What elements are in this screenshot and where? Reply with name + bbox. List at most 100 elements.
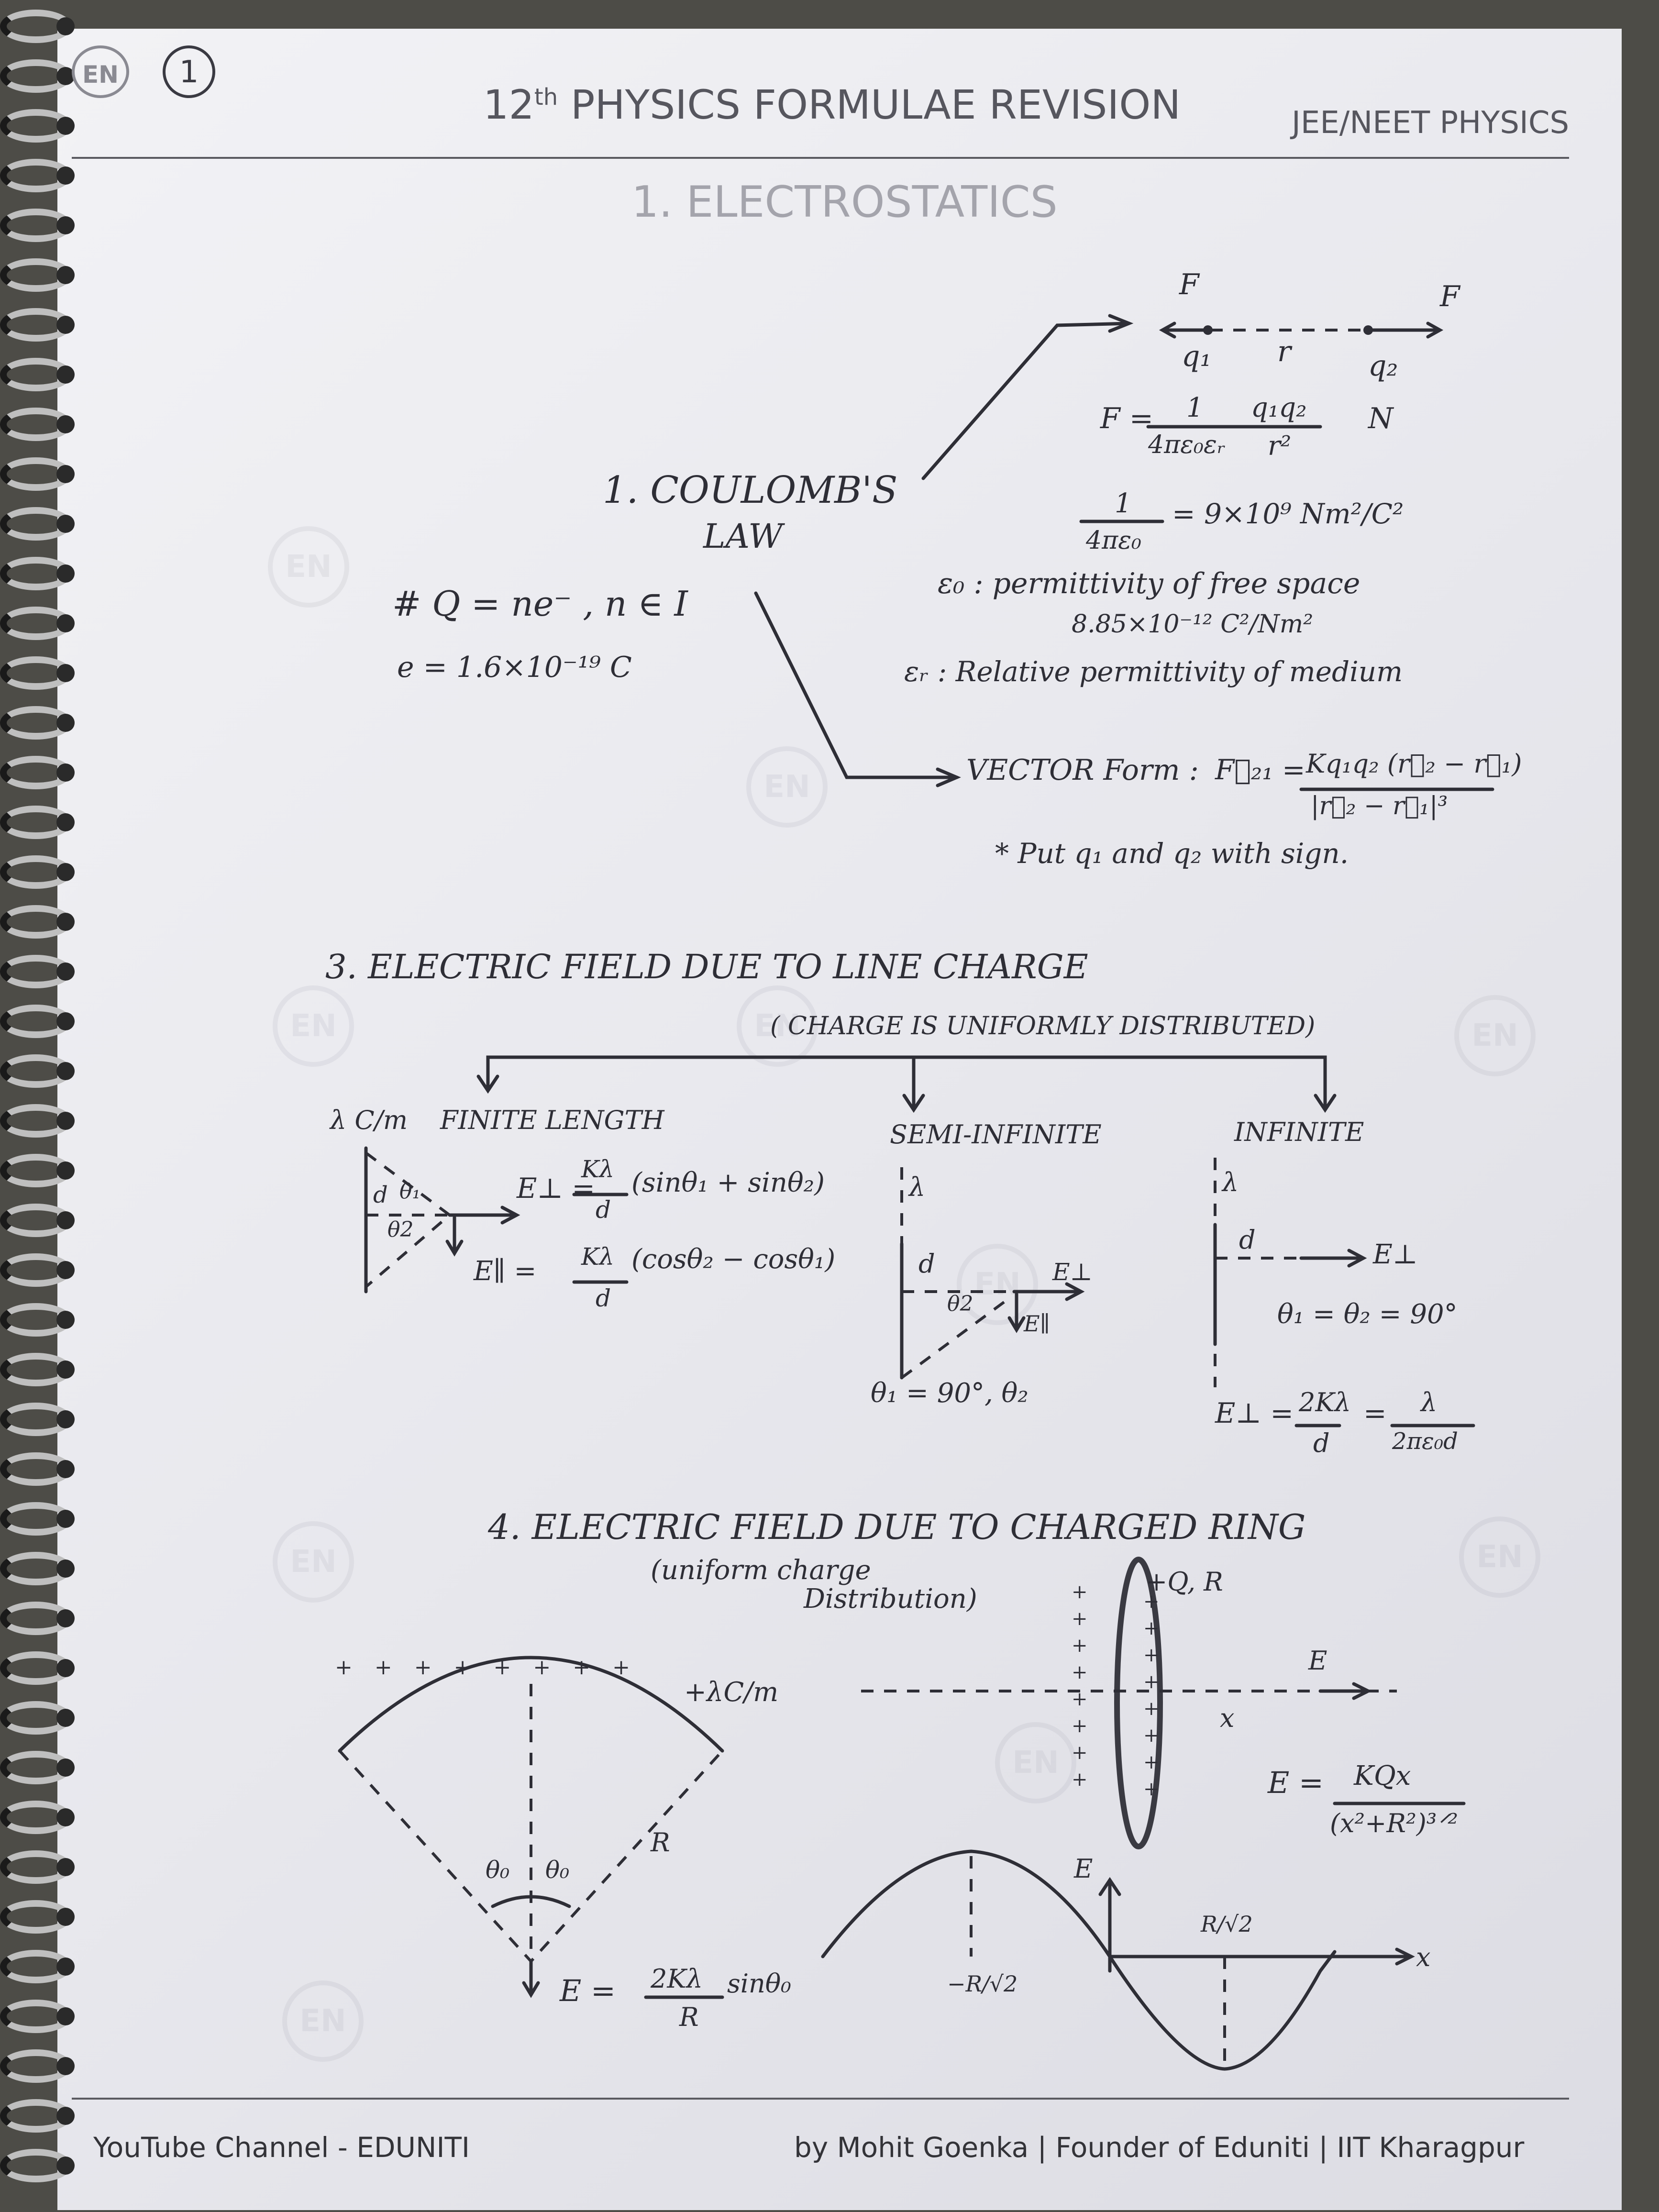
page-title: 12th PHYSICS FORMULAE REVISION: [483, 81, 1181, 128]
coulomb-frac2-num: q₁q₂: [1251, 392, 1307, 423]
epsr-definition: εᵣ : Relative permittivity of medium: [904, 655, 1403, 688]
branch-line: [486, 1055, 1327, 1083]
logo: EN: [72, 45, 129, 98]
watermark-logo: EN: [746, 746, 828, 828]
binding-hole: [56, 1510, 75, 1528]
coulomb-pointer-up: [921, 321, 1131, 480]
vector-form-den: |r⃗₂ − r⃗₁|³: [1311, 792, 1448, 820]
graph-x-label: x: [1416, 1942, 1431, 1972]
sign-note: * Put q₁ and q₂ with sign.: [995, 837, 1349, 870]
eps0-definition: ε₀ : permittivity of free space: [938, 567, 1360, 600]
semi-lambda: λ: [909, 1172, 926, 1202]
binding-hole: [56, 1709, 75, 1727]
binding-hole: [56, 714, 75, 732]
binding-hole: [56, 117, 75, 135]
finite-epar-den: d: [596, 1284, 611, 1312]
binding-hole: [56, 1958, 75, 1976]
graph-e-label: E: [1074, 1854, 1093, 1884]
binding-hole: [56, 1261, 75, 1279]
binding-hole: [56, 1460, 75, 1478]
watermark-logo: EN: [957, 1244, 1038, 1325]
inf-formula-num2: λ: [1421, 1387, 1438, 1417]
inf-eperp: E⊥: [1373, 1239, 1418, 1270]
coulomb-frac1-num: 1: [1186, 392, 1204, 423]
graph-x-arrow: [1395, 1947, 1415, 1966]
footer-left: YouTube Channel - EDUNITI: [93, 2131, 470, 2164]
binding-hole: [56, 2157, 75, 2175]
binding-hole: [56, 1410, 75, 1428]
watermark-logo: EN: [273, 985, 354, 1067]
finite-dashed-lines: [365, 1151, 452, 1288]
graph-y-arrow: [1098, 1877, 1121, 1896]
arc-angle-mark: [491, 1895, 571, 1908]
watermark-logo: EN: [273, 1521, 354, 1603]
arc-charge-signs: ++++++++: [335, 1655, 652, 1680]
inf-formula-num1: 2Kλ: [1299, 1387, 1351, 1417]
finite-epar-lhs: E∥ =: [474, 1256, 537, 1287]
force-arrow-left: [1159, 321, 1207, 339]
watermark-logo: EN: [737, 985, 818, 1067]
constant-den: 4πε₀: [1086, 526, 1142, 555]
ring-subheading-2: Distribution): [804, 1583, 977, 1615]
coulomb-pointer-down-head: [936, 767, 961, 787]
finite-epar-arrow: [445, 1216, 464, 1257]
separation-label: r: [1277, 335, 1291, 368]
arc-field-arrow: [522, 1959, 540, 1998]
arc-radius: R: [651, 1827, 670, 1858]
branch-arrow-semi: [902, 1055, 925, 1113]
binding-hole: [56, 1012, 75, 1030]
finite-eperp-den: d: [596, 1196, 611, 1224]
finite-eperp-rhs: (sinθ₁ + sinθ₂): [631, 1167, 825, 1198]
ring-charge-signs: + + + + + + + +: [1143, 1591, 1160, 1800]
graph-neg-label: −R/√2: [947, 1971, 1018, 1997]
watermark-logo: EN: [268, 526, 349, 608]
ring-axis-x: x: [1220, 1703, 1235, 1733]
binding-hole: [56, 465, 75, 483]
binding-hole: [56, 1609, 75, 1627]
arc-formula-den: R: [679, 2002, 699, 2032]
binding-hole: [56, 913, 75, 931]
binding-hole: [56, 166, 75, 185]
arc-formula-lhs: E =: [560, 1973, 616, 2008]
chapter-title: 1. ELECTROSTATICS: [631, 177, 1058, 227]
coulomb-heading-line2: LAW: [703, 517, 783, 556]
constant-num: 1: [1115, 488, 1132, 519]
binding-hole: [56, 664, 75, 682]
inf-formula-den2: 2πε₀d: [1392, 1428, 1458, 1455]
ring-charge-signs: + + + + + + + +: [1072, 1581, 1088, 1791]
binding-hole: [56, 1311, 75, 1329]
arc-theta-right: θ₀: [545, 1856, 570, 1884]
footer-right: by Mohit Goenka | Founder of Eduniti | I…: [794, 2131, 1525, 2164]
arc-theta-left: θ₀: [486, 1856, 510, 1884]
finite-title: FINITE LENGTH: [440, 1105, 664, 1135]
ring-axis-e: E: [1308, 1646, 1327, 1676]
coulomb-formula-lhs: F =: [1100, 402, 1153, 435]
binding-hole: [56, 316, 75, 334]
charged-ring: [1114, 1557, 1163, 1849]
arc-lambda: +λC/m: [684, 1677, 779, 1708]
semi-angles: θ₁ = 90°, θ₂: [871, 1378, 1029, 1409]
eps0-value: 8.85×10⁻¹² C²/Nm²: [1072, 610, 1313, 639]
vector-form-num: Kq₁q₂ (r⃗₂ − r⃗₁): [1306, 749, 1522, 779]
binding-hole: [56, 1659, 75, 1677]
charge-q1-label: q₁: [1182, 340, 1212, 373]
semi-eperp: E⊥: [1052, 1258, 1093, 1286]
binding-hole: [56, 962, 75, 981]
binding-hole: [56, 1908, 75, 1926]
coulomb-frac1-den: 4πε₀εᵣ: [1148, 431, 1226, 459]
coulomb-pointer-down: [754, 591, 959, 779]
binding-hole: [56, 17, 75, 35]
binding-hole: [56, 515, 75, 533]
ring-formula-lhs: E =: [1268, 1765, 1324, 1800]
binding-hole: [56, 614, 75, 632]
inf-title: INFINITE: [1234, 1117, 1364, 1147]
binding-hole: [56, 1559, 75, 1578]
coulomb-frac2-den: r²: [1268, 431, 1292, 462]
charge-q1-dot: [1203, 325, 1213, 335]
binding-hole: [56, 863, 75, 881]
binding-hole: [56, 67, 75, 85]
charge-q2-label: q₂: [1368, 349, 1398, 383]
finite-epar-rhs: (cosθ₂ − cosθ₁): [631, 1244, 836, 1275]
finite-d: d: [373, 1182, 388, 1208]
semi-d: d: [918, 1249, 935, 1279]
